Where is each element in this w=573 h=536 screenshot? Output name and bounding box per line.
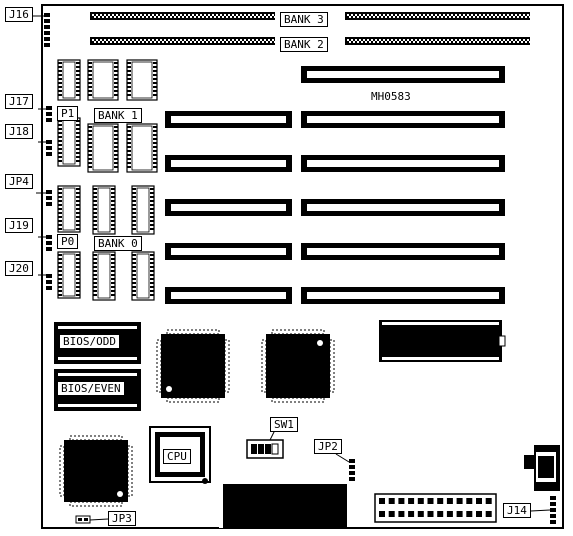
ram-chip bbox=[87, 123, 119, 173]
p0-label: P0 bbox=[57, 234, 79, 249]
ram-chip bbox=[131, 185, 155, 235]
j18-label: J18 bbox=[5, 124, 33, 139]
bank1-label: BANK 1 bbox=[94, 108, 142, 123]
jp2-label: JP2 bbox=[314, 439, 342, 454]
j14-label: J14 bbox=[503, 503, 531, 518]
j17-label: J17 bbox=[5, 94, 33, 109]
simm-socket bbox=[345, 37, 531, 45]
ram-chip bbox=[57, 117, 81, 167]
plcc-chip bbox=[59, 435, 133, 507]
sw1-label: SW1 bbox=[270, 417, 298, 432]
isa-slot bbox=[301, 155, 505, 172]
isa-slot bbox=[165, 199, 292, 216]
expansion-slots bbox=[165, 66, 505, 304]
bank3-label: BANK 3 bbox=[280, 12, 328, 27]
bank2-label: BANK 2 bbox=[280, 37, 328, 52]
cpu-label: CPU bbox=[163, 449, 191, 464]
left-jumper-headers bbox=[44, 13, 52, 290]
bios-odd-label: BIOS/ODD bbox=[59, 334, 120, 349]
jp3-header bbox=[75, 515, 91, 524]
power-connector bbox=[374, 493, 497, 523]
ram-chip bbox=[92, 251, 116, 301]
ram-chip bbox=[57, 185, 81, 233]
simm-socket bbox=[345, 12, 531, 20]
isa-slot bbox=[301, 66, 505, 83]
isa-slot bbox=[165, 243, 292, 260]
ram-chip bbox=[131, 251, 155, 301]
callout-lines bbox=[31, 15, 551, 521]
sw1-dip-switch bbox=[246, 439, 284, 459]
isa-slot bbox=[301, 243, 505, 260]
isa-slot bbox=[165, 287, 292, 304]
model-label: MH0583 bbox=[371, 90, 411, 103]
j20-label: J20 bbox=[5, 261, 33, 276]
bios-even-label: BIOS/EVEN bbox=[57, 381, 125, 396]
isa-slot bbox=[165, 111, 292, 128]
jp2-header bbox=[349, 459, 355, 481]
jp3-label: JP3 bbox=[108, 511, 136, 526]
ram-chip bbox=[57, 251, 81, 299]
plcc-chip bbox=[261, 329, 335, 403]
isa-slot bbox=[165, 155, 292, 172]
j14-header bbox=[550, 496, 556, 524]
jp4-label: JP4 bbox=[5, 174, 33, 189]
j16-label: J16 bbox=[5, 7, 33, 22]
ram-chip bbox=[126, 123, 158, 173]
ram-chip bbox=[87, 59, 119, 101]
long-bottom-chip bbox=[219, 484, 347, 528]
keyboard-connector bbox=[524, 445, 560, 491]
isa-slot bbox=[301, 111, 505, 128]
ram-chip bbox=[57, 59, 81, 101]
ram-chip bbox=[92, 185, 116, 235]
bank0-label: BANK 0 bbox=[94, 236, 142, 251]
simm-socket bbox=[90, 37, 276, 45]
p1-label: P1 bbox=[57, 106, 79, 121]
large-dip-chip bbox=[379, 320, 506, 362]
j19-label: J19 bbox=[5, 218, 33, 233]
isa-slot bbox=[301, 199, 505, 216]
ram-chip-arrays bbox=[57, 59, 158, 301]
isa-slot bbox=[301, 287, 505, 304]
simm-socket bbox=[90, 12, 276, 20]
simm-rows bbox=[90, 12, 531, 45]
plcc-chip bbox=[156, 329, 230, 403]
ram-chip bbox=[126, 59, 158, 101]
